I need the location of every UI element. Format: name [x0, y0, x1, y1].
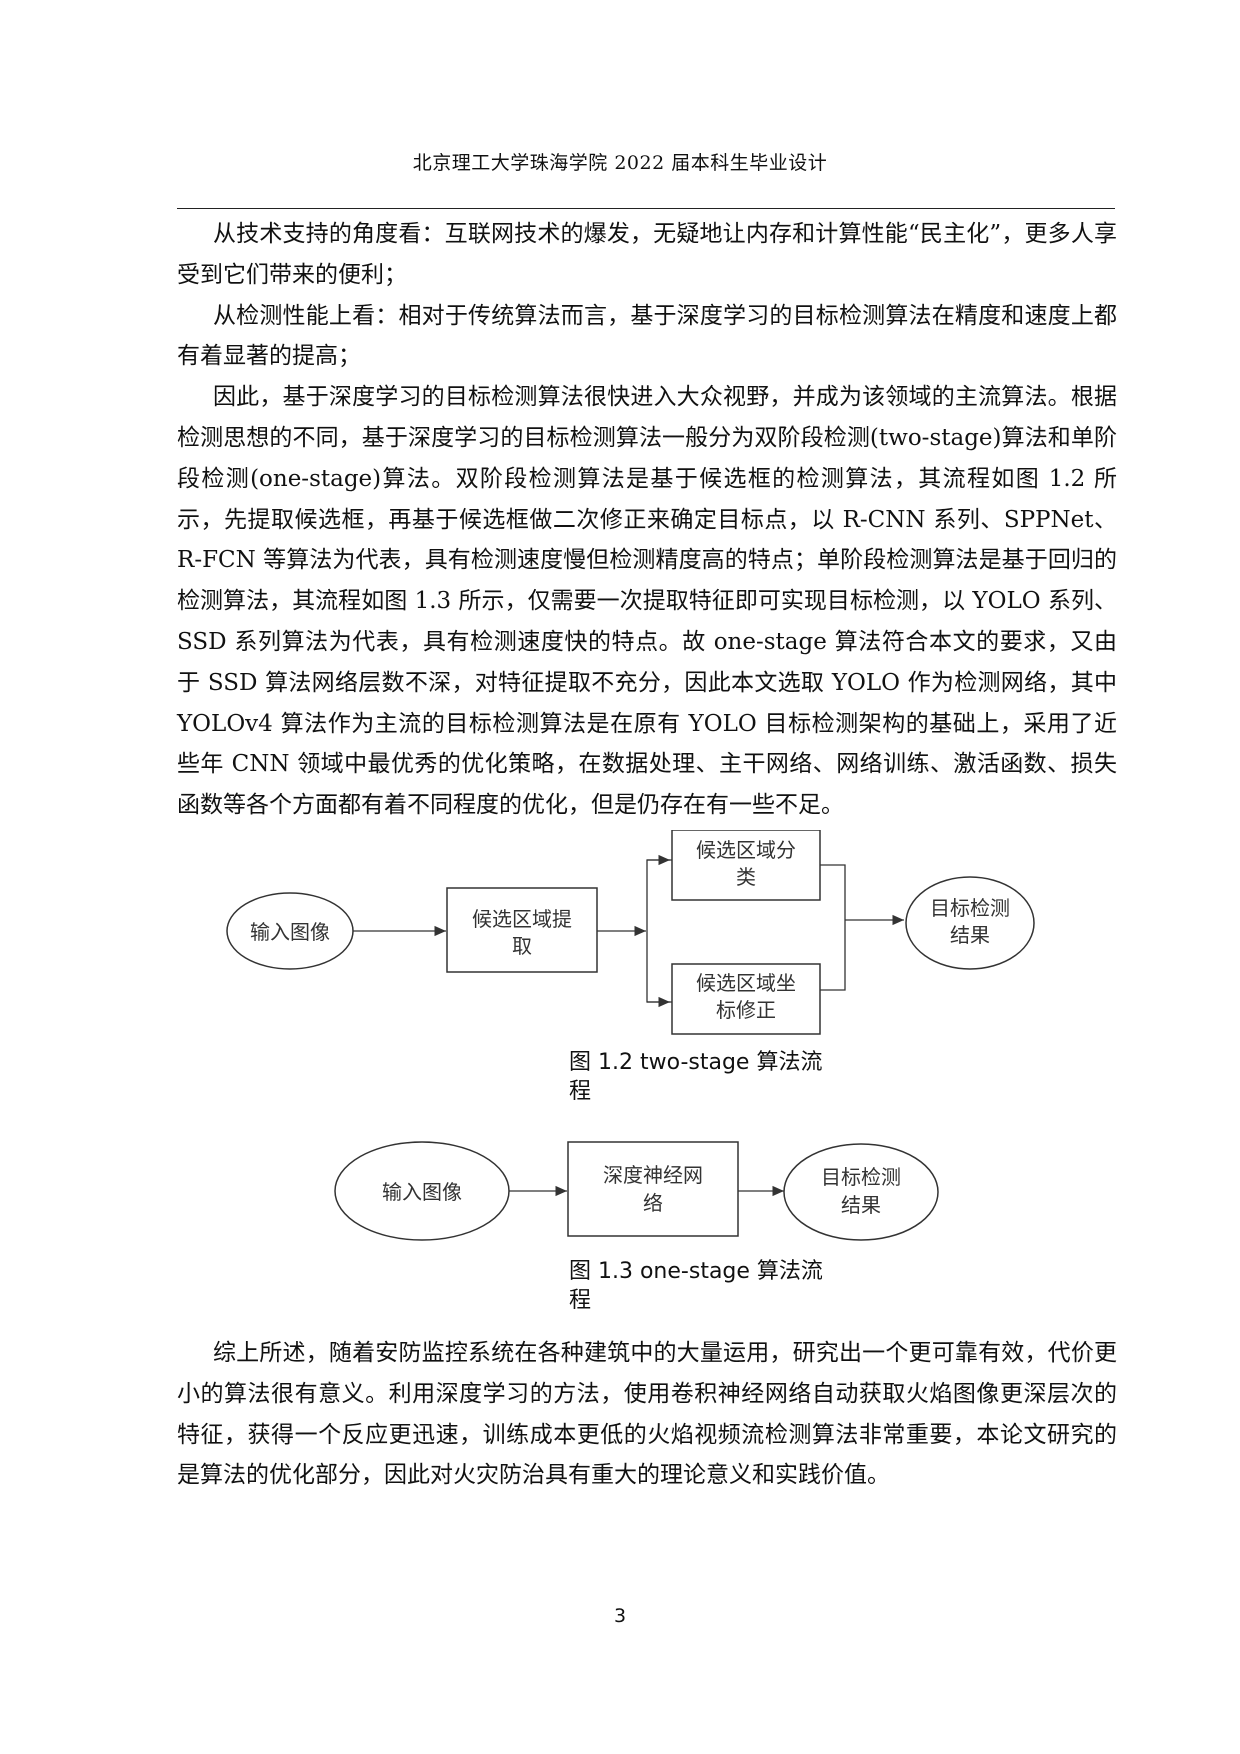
extract-label-1: 候选区域提: [472, 907, 572, 931]
paragraph: 综上所述，随着安防监控系统在各种建筑中的大量运用，研究出一个更可靠有效，代价更小…: [177, 1340, 1117, 1489]
input-label: 输入图像: [250, 920, 330, 944]
figure-caption: 图 1.3 one-stage 算法流 程: [569, 1257, 869, 1315]
result-node: [783, 1143, 939, 1241]
caption-line: 图 1.2 two-stage 算法流: [569, 1050, 823, 1075]
figure-caption: 图 1.2 two-stage 算法流 程: [569, 1048, 869, 1106]
input-label: 输入图像: [382, 1180, 462, 1204]
caption-line: 程: [569, 1079, 592, 1104]
refine-node: [671, 963, 821, 1035]
header-rule: [177, 208, 1115, 209]
figure-one-stage-diagram: 输入图像 深度神经网 络 目标检测 结果: [334, 1141, 939, 1241]
result-label-2: 结果: [841, 1193, 881, 1217]
refine-label-1: 候选区域坐: [696, 971, 796, 995]
network-label-2: 络: [643, 1191, 663, 1215]
paragraph: 从技术支持的角度看：互联网技术的爆发，无疑地让内存和计算性能“民主化”，更多人享…: [177, 221, 1117, 288]
caption-line: 图 1.3 one-stage 算法流: [569, 1259, 823, 1284]
page-number: 3: [613, 1605, 627, 1627]
paragraph: 因此，基于深度学习的目标检测算法很快进入大众视野，并成为该领域的主流算法。根据检…: [177, 384, 1117, 819]
merge-bracket: [820, 864, 846, 991]
extract-node: [446, 887, 598, 973]
figure-two-stage-diagram: 输入图像 候选区域提 取 候选区域分 类 候选区域坐 标修正 目标检测 结果: [226, 830, 1035, 1035]
body-text-top: 从技术支持的角度看：互联网技术的爆发，无疑地让内存和计算性能“民主化”，更多人享…: [177, 214, 1117, 826]
extract-label-2: 取: [512, 934, 532, 958]
classify-node: [671, 830, 821, 901]
refine-label-2: 标修正: [716, 998, 776, 1022]
network-label-1: 深度神经网: [603, 1163, 703, 1187]
result-node: [905, 876, 1035, 970]
split-bracket: [646, 859, 672, 1003]
body-text-bottom: 综上所述，随着安防监控系统在各种建筑中的大量运用，研究出一个更可靠有效，代价更小…: [177, 1333, 1117, 1496]
result-label-1: 目标检测: [821, 1165, 901, 1189]
page-header: 北京理工大学珠海学院 2022 届本科生毕业设计: [412, 152, 828, 174]
result-label-2: 结果: [950, 923, 990, 947]
classify-label-1: 候选区域分: [696, 838, 796, 862]
figure-two-stage: 输入图像 候选区域提 取 候选区域分 类 候选区域坐 标修正 目标检测 结果: [0, 830, 1240, 1100]
caption-line: 程: [569, 1288, 592, 1313]
paragraph: 从检测性能上看：相对于传统算法而言，基于深度学习的目标检测算法在精度和速度上都有…: [177, 302, 1117, 370]
network-node: [567, 1141, 739, 1237]
result-label-1: 目标检测: [930, 896, 1010, 920]
classify-label-2: 类: [736, 865, 756, 889]
figure-one-stage: 输入图像 深度神经网 络 目标检测 结果: [0, 1140, 1240, 1250]
